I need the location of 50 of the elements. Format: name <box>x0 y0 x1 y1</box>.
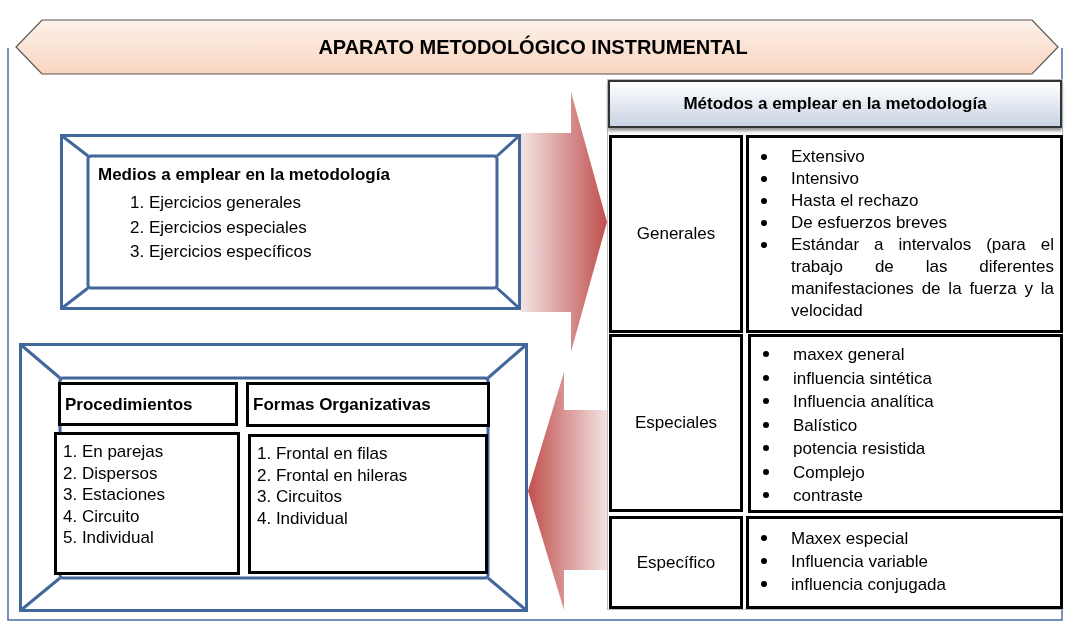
list-box <box>248 434 488 574</box>
list-item: De esfuerzos breves <box>749 212 1054 234</box>
table-header: Métodos a emplear en la metodología <box>608 80 1062 128</box>
list-item: Maxex especial <box>749 527 1054 550</box>
bullet-list-box <box>746 135 1063 333</box>
row-label <box>609 135 743 333</box>
column-header <box>246 382 490 427</box>
list-item: 1. Frontal en filas <box>257 443 388 464</box>
beveled-frame <box>19 343 528 612</box>
box-heading: Medios a emplear en la metodología <box>98 164 390 186</box>
list-item: potencia resistida <box>751 437 1054 461</box>
column-heading: Procedimientos <box>65 394 193 416</box>
list-item: 1. Ejercicios generales <box>130 192 302 213</box>
list-item: 3. Circuitos <box>257 486 343 507</box>
list-item: Hasta el rechazo <box>749 190 1054 212</box>
column-header <box>58 382 238 426</box>
list-item: 2. Ejercicios especiales <box>130 216 307 238</box>
list-item: Extensivo <box>749 146 1054 168</box>
list-item: Intensivo <box>749 168 1054 190</box>
beveled-frame <box>60 134 521 310</box>
list-item: Influencia variable <box>749 550 1054 573</box>
list-item: 3. Estaciones <box>63 484 166 505</box>
bullet-list-box <box>746 516 1063 609</box>
list-box <box>54 432 240 575</box>
list-item: 1. En parejas <box>63 441 164 462</box>
list-item: maxex general <box>751 343 1054 367</box>
list-item: 2. Dispersos <box>63 462 158 484</box>
list-item: influencia conjugada <box>749 573 1054 596</box>
list-item: 3. Ejercicios específicos <box>130 241 312 262</box>
list-item: 4. Circuito <box>63 505 140 527</box>
bullet-list-box <box>748 334 1063 513</box>
row-heading: Especiales <box>634 412 718 434</box>
list-item: 5. Individual <box>63 527 154 548</box>
row-heading: Específico <box>636 551 716 574</box>
row-heading: Generales <box>636 223 716 245</box>
list-item: 4. Individual <box>257 507 348 529</box>
diagram-title: APARATO METODOLÓGICO INSTRUMENTAL <box>318 34 748 60</box>
list-item: Complejo <box>751 460 1054 484</box>
methods-table <box>607 79 1063 610</box>
list-item: Influencia analítica <box>751 390 1054 414</box>
list-item: influencia sintética <box>751 366 1054 390</box>
list-item: Balístico <box>751 413 1054 437</box>
list-item: Estándar a intervalos (para el trabajo de las diferentes manifestaciones de la fuerza y la velocidad <box>749 234 1054 322</box>
row-label <box>609 334 743 512</box>
column-heading: Formas Organizativas <box>253 394 431 416</box>
list-item: contraste <box>751 484 1054 508</box>
row-label <box>609 516 743 609</box>
block-arrow <box>521 92 607 352</box>
list-item: 2. Frontal en hileras <box>257 464 408 486</box>
block-arrow <box>528 372 607 610</box>
